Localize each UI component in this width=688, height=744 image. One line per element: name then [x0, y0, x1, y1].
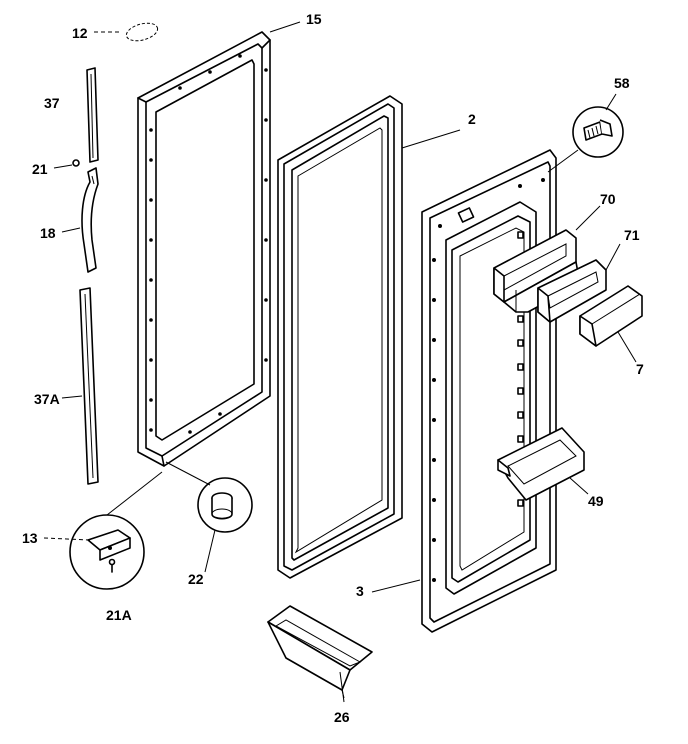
part-49-lower-bin: [497, 427, 589, 501]
label-21a: 21A: [106, 607, 132, 623]
label-3: 3: [356, 583, 364, 599]
liner-screw-holes: [432, 178, 545, 582]
part-22-bushing: [165, 461, 253, 573]
part-21-screw: [53, 159, 80, 169]
part-7-cover: [579, 285, 643, 363]
label-49: 49: [588, 493, 604, 509]
shelf-mount-studs: [517, 231, 524, 507]
label-70: 70: [600, 191, 616, 207]
part-26-tray: [267, 605, 373, 703]
label-26: 26: [334, 709, 350, 725]
part-58-screw-detail: [547, 93, 624, 173]
label-15: 15: [306, 11, 322, 27]
part-2-gasket: [277, 95, 461, 579]
label-13: 13: [22, 530, 38, 546]
part-labels: 12 15 37 21 18 37A 13 21A 22 2 58 70 71 …: [22, 11, 644, 725]
part-15-door-frame: [137, 21, 301, 467]
part-71-middle-bin: [537, 243, 621, 323]
label-37a: 37A: [34, 391, 60, 407]
label-7: 7: [636, 361, 644, 377]
part-18-handle: [61, 167, 99, 273]
label-71: 71: [624, 227, 640, 243]
part-12-oval-plug: [94, 22, 159, 42]
label-22: 22: [188, 571, 204, 587]
label-2: 2: [468, 111, 476, 127]
part-37a-lower-trim: [61, 287, 99, 485]
frame-screw-holes: [149, 54, 268, 434]
part-13-hinge-detail: [43, 471, 163, 590]
label-12: 12: [72, 25, 88, 41]
label-37: 37: [44, 95, 60, 111]
label-18: 18: [40, 225, 56, 241]
label-58: 58: [614, 75, 630, 91]
label-21: 21: [32, 161, 48, 177]
part-37-upper-trim: [86, 67, 99, 163]
